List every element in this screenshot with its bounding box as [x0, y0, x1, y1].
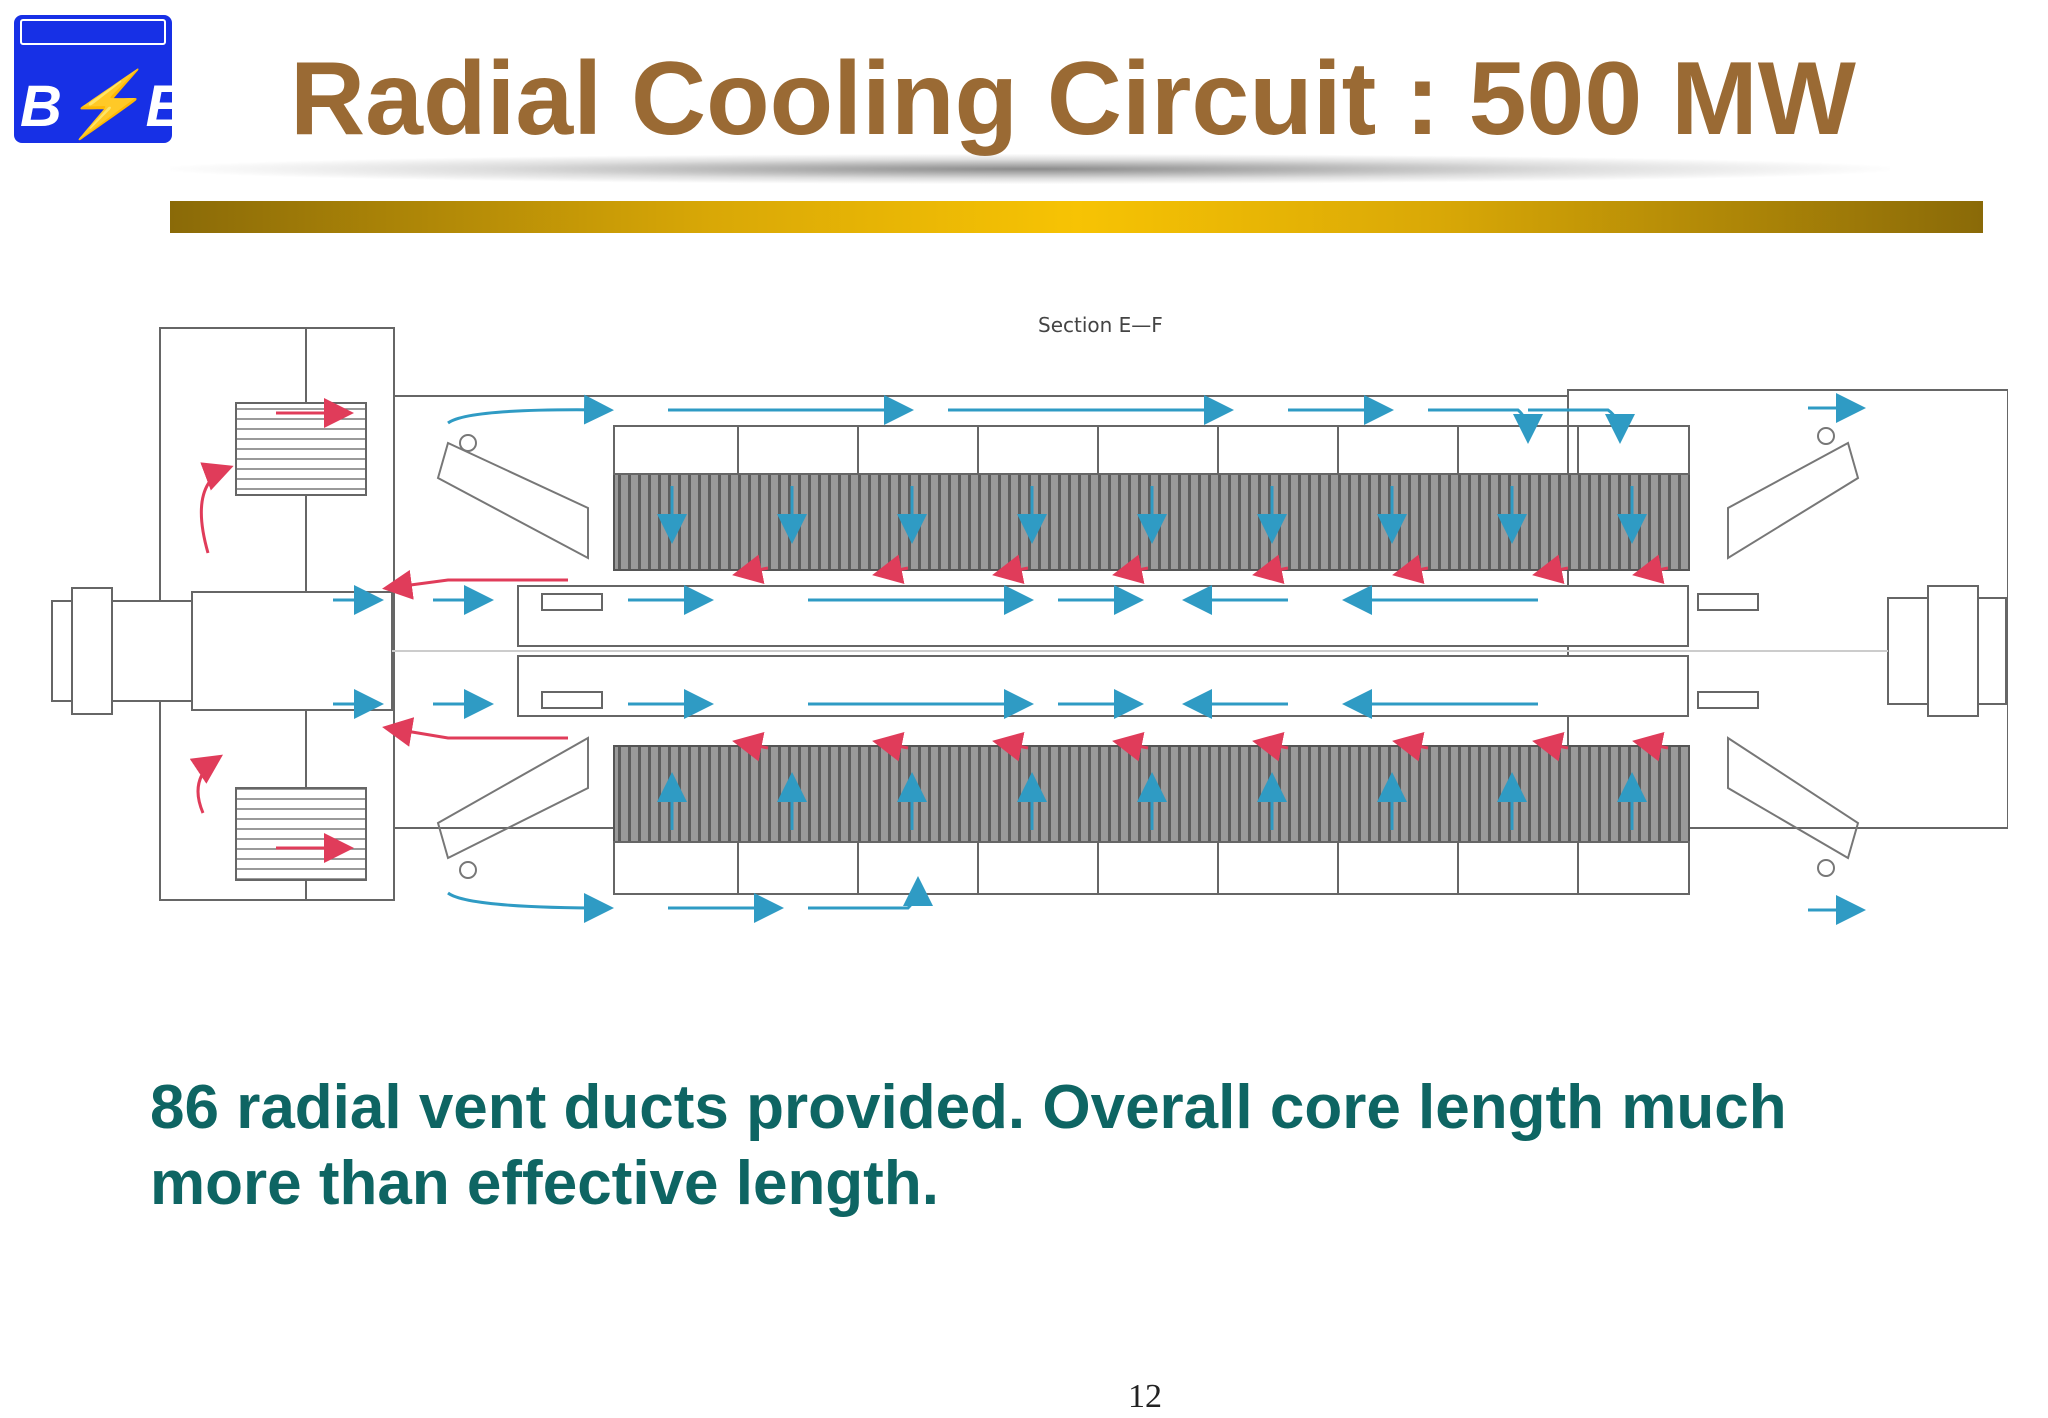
- hot-gas-arrows: [189, 398, 1669, 863]
- bhel-logo: B⚡EL: [14, 15, 224, 143]
- cooling-circuit-diagram: Section E—F: [51, 313, 2008, 925]
- gold-divider-bar: [170, 201, 1983, 233]
- logo-hindi-text: [20, 19, 166, 45]
- stator-frame-compartments: [613, 425, 1690, 895]
- title-underline-shadow: [170, 154, 1890, 184]
- section-label: Section E—F: [1038, 313, 1163, 337]
- slide-caption: 86 radial vent ducts provided. Overall c…: [150, 1073, 1787, 1218]
- cold-gas-arrows: [333, 393, 1866, 925]
- shaft: [51, 585, 2007, 717]
- slide-title: Radial Cooling Circuit : 500 MW: [290, 41, 1856, 157]
- logo-brand-text: B⚡EL: [20, 68, 224, 140]
- end-windings: [436, 427, 1860, 879]
- page-number: 12: [1128, 1378, 1162, 1415]
